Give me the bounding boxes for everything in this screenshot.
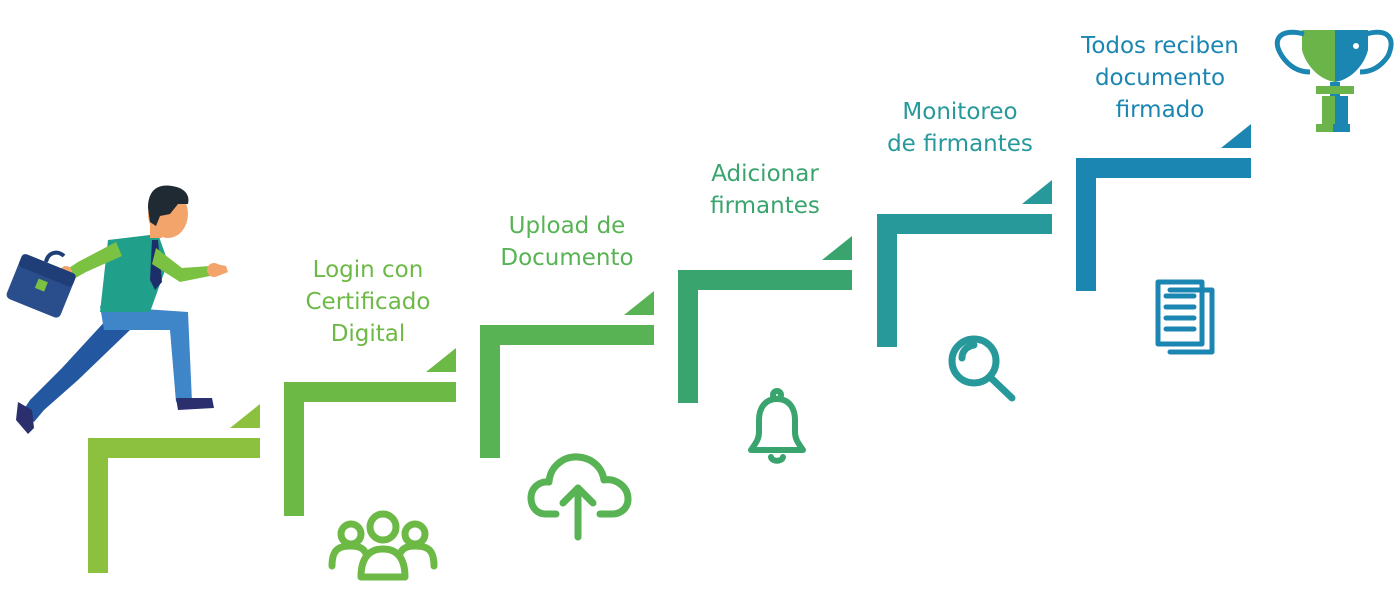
step-1-bracket bbox=[88, 438, 260, 573]
step-2-label-line-1: Login con bbox=[312, 257, 424, 283]
step-6-label-line-2: documento bbox=[1094, 65, 1226, 91]
step-5-label-line-2: de firmantes bbox=[887, 131, 1033, 157]
step-6-marker bbox=[1221, 124, 1251, 148]
step-5-marker bbox=[1022, 180, 1052, 204]
step-3 bbox=[480, 291, 654, 458]
step-3-label: Upload de Documento bbox=[492, 210, 642, 274]
step-2-label-line-3: Digital bbox=[330, 321, 406, 347]
trophy-icon bbox=[1274, 29, 1394, 132]
step-1-marker bbox=[230, 404, 260, 428]
step-6-label-line-3: firmado bbox=[1115, 97, 1205, 123]
step-3-bracket bbox=[480, 325, 654, 458]
step-6-bracket bbox=[1076, 158, 1251, 291]
step-5-label-line-1: Monitoreo bbox=[902, 99, 1018, 125]
step-5-bracket bbox=[877, 214, 1052, 347]
step-3-label-line-1: Upload de bbox=[508, 213, 626, 239]
step-2-label: Login con Certificado Digital bbox=[298, 254, 438, 350]
documents-icon bbox=[1155, 279, 1215, 355]
step-2 bbox=[284, 348, 456, 516]
step-4-marker bbox=[822, 236, 852, 260]
step-3-marker bbox=[624, 291, 654, 315]
step-1 bbox=[88, 404, 260, 573]
bell-icon bbox=[748, 388, 806, 464]
step-4-bracket bbox=[678, 270, 852, 403]
step-4-label: Adicionar firmantes bbox=[700, 158, 830, 222]
step-3-label-line-2: Documento bbox=[500, 245, 634, 271]
users-group-icon bbox=[328, 510, 438, 581]
step-4 bbox=[678, 236, 852, 403]
briefcase-icon bbox=[6, 250, 76, 318]
step-6 bbox=[1076, 124, 1251, 291]
steps-layer bbox=[88, 124, 1251, 573]
step-5 bbox=[877, 180, 1052, 347]
step-6-label-line-1: Todos reciben bbox=[1081, 33, 1239, 59]
step-2-marker bbox=[426, 348, 456, 372]
step-4-label-line-1: Adicionar bbox=[711, 161, 819, 187]
step-5-label: Monitoreo de firmantes bbox=[880, 96, 1040, 160]
businessman-running-figure bbox=[16, 185, 228, 434]
magnifier-icon bbox=[948, 335, 1016, 402]
step-2-bracket bbox=[284, 382, 456, 516]
cloud-upload-icon bbox=[527, 453, 632, 541]
step-4-label-line-2: firmantes bbox=[710, 193, 820, 219]
step-2-label-line-2: Certificado bbox=[305, 289, 431, 315]
step-6-label: Todos reciben documento firmado bbox=[1072, 30, 1248, 126]
